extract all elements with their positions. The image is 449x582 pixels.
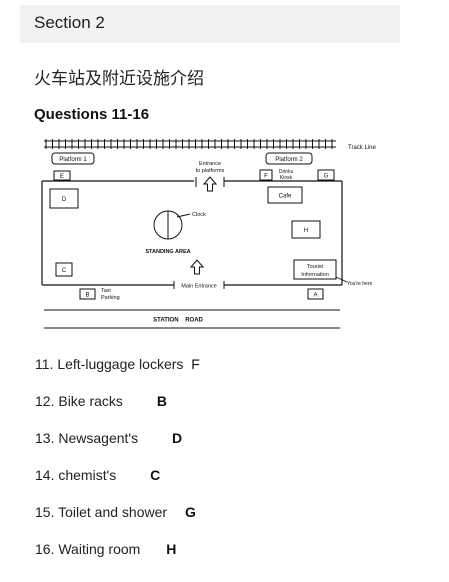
- answer-letter: D: [171, 430, 183, 446]
- svg-text:Tourist: Tourist: [307, 264, 324, 270]
- answer-number: 14.: [35, 467, 55, 483]
- svg-text:G: G: [324, 174, 329, 180]
- answer-letter: G: [184, 504, 196, 520]
- answer-item: 13. Newsagent's D: [35, 430, 182, 446]
- svg-text:STATION ROAD: STATION ROAD: [153, 318, 203, 324]
- answer-letter: F: [191, 356, 200, 372]
- svg-text:Information: Information: [301, 272, 329, 278]
- answer-text: Waiting room: [58, 541, 141, 557]
- section-header: Section 2: [20, 5, 400, 43]
- station-road: STATION ROAD: [44, 309, 340, 329]
- tourist-information: Tourist Information: [293, 259, 337, 280]
- svg-text:F: F: [264, 174, 268, 180]
- section-title: Section 2: [34, 13, 105, 32]
- svg-text:E: E: [60, 174, 64, 180]
- answer-number: 13.: [35, 430, 55, 446]
- station-map: Track Line Platform 1 Platform 2 Entranc…: [41, 139, 376, 329]
- answer-number: 15.: [35, 504, 55, 520]
- entrance-platforms-line1: Entrance: [199, 161, 221, 167]
- clock-label: Clock: [192, 212, 206, 218]
- track-line: [44, 139, 336, 149]
- platform-1-label: Platform 1: [59, 157, 87, 163]
- answer-text: Newsagent's: [58, 430, 139, 446]
- answer-letter: H: [166, 541, 177, 557]
- taxi-parking-line2: Parking: [101, 295, 120, 301]
- platform-1: Platform 1: [51, 152, 95, 165]
- answer-text: chemist's: [58, 467, 117, 483]
- answer-item: 16. Waiting room H: [35, 541, 176, 557]
- answer-letter: C: [150, 467, 161, 483]
- svg-text:Cafe: Cafe: [279, 194, 292, 200]
- answer-number: 11.: [35, 356, 54, 372]
- cafe: Cafe: [267, 186, 303, 204]
- location-b: B: [79, 288, 96, 300]
- location-e: E: [53, 170, 71, 181]
- location-c: C: [55, 262, 73, 277]
- page-subtitle: 火车站及附近设施介绍: [34, 69, 204, 89]
- answer-text: Left-luggage lockers: [57, 356, 184, 372]
- location-h: H: [291, 220, 321, 239]
- answer-text: Bike racks: [58, 393, 123, 409]
- svg-text:B: B: [85, 293, 89, 299]
- you-are-here-pointer: [335, 276, 348, 283]
- drinks-kiosk-line1: Drinks: [279, 169, 294, 175]
- answer-item: 12. Bike racks B: [35, 393, 167, 409]
- answer-item: 15. Toilet and shower G: [35, 504, 196, 520]
- svg-text:A: A: [313, 293, 317, 299]
- location-g: G: [317, 169, 335, 181]
- entrance-platforms-arrow-icon: [195, 176, 225, 192]
- station-outline: [41, 180, 343, 286]
- svg-text:H: H: [304, 228, 308, 234]
- answer-number: 12.: [35, 393, 55, 409]
- answer-letter: B: [156, 393, 167, 409]
- svg-text:D: D: [62, 197, 67, 203]
- main-entrance: Main Entrance: [173, 281, 225, 290]
- location-d: D: [49, 188, 79, 209]
- platform-2-label: Platform 2: [275, 157, 303, 163]
- svg-text:C: C: [62, 268, 67, 274]
- taxi-parking-line1: Taxi: [101, 288, 111, 294]
- main-entrance-arrow-icon: [189, 259, 205, 275]
- clock-icon: [153, 210, 191, 240]
- svg-text:Main Entrance: Main Entrance: [181, 284, 216, 290]
- location-a: A: [307, 288, 324, 300]
- drinks-kiosk-line2: Kiosk: [280, 175, 293, 181]
- questions-heading: Questions 11-16: [34, 106, 150, 123]
- answer-number: 16.: [35, 541, 55, 557]
- you-are-here-label: You're here: [347, 281, 372, 287]
- location-f: F: [259, 169, 273, 181]
- platform-2: Platform 2: [265, 152, 313, 165]
- standing-area-label: STANDING AREA: [145, 249, 190, 255]
- entrance-platforms-line2: to platforms: [196, 168, 225, 174]
- answer-item: 11. Left-luggage lockers F: [35, 356, 200, 372]
- answer-text: Toilet and shower: [58, 504, 168, 520]
- answer-item: 14. chemist's C: [35, 467, 160, 483]
- track-line-label: Track Line: [348, 145, 376, 151]
